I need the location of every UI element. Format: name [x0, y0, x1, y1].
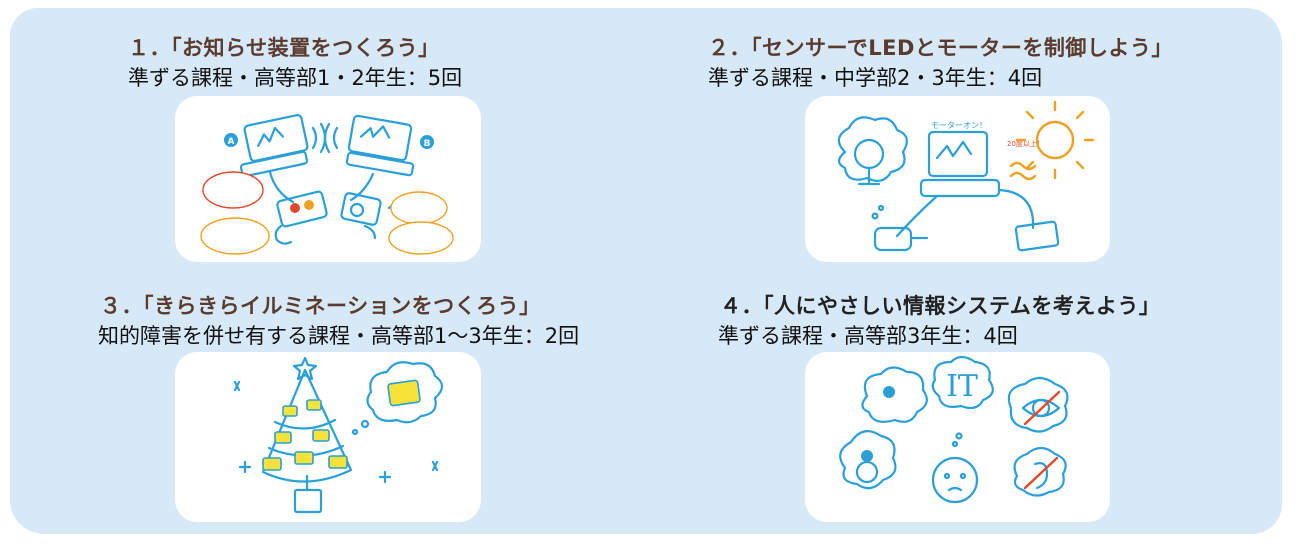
course-2-subtitle: 準ずる課程・中学部2・3年生：4回 [708, 66, 1043, 90]
course-3-title: ３．「きらきらイルミネーションをつくろう」 [100, 294, 541, 318]
course-4-subtitle: 準ずる課程・高等部3年生：4回 [718, 324, 1018, 348]
course-4-title: ４．「人にやさしい情報システムを考えよう」 [720, 294, 1161, 318]
temp-label: 20度以上！ [1007, 139, 1044, 148]
course-2-illustration: モーターオン！ 20度以上！ [805, 96, 1110, 262]
course-1-illustration: A B [175, 96, 481, 262]
course-4-illustration: IT [805, 352, 1110, 522]
badge-b: B [424, 139, 431, 149]
it-label: IT [946, 369, 978, 404]
screen-label: モーターオン！ [931, 121, 987, 130]
course-2-title: ２．「センサーでLEDとモーターを制御しよう」 [708, 36, 1173, 60]
course-3-subtitle: 知的障害を併せ有する課程・高等部1～3年生：2回 [98, 324, 580, 348]
course-1-subtitle: 準ずる課程・高等部1・2年生：5回 [128, 66, 463, 90]
badge-a: A [228, 137, 235, 147]
course-3-illustration [175, 352, 481, 522]
course-1-title: １．「お知らせ装置をつくろう」 [128, 36, 440, 60]
